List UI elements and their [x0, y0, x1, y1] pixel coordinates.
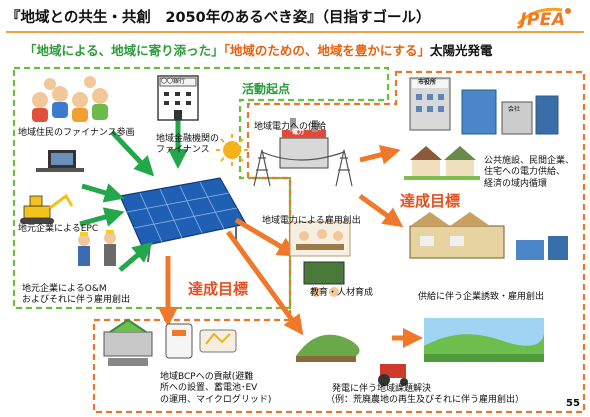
label-bcp: 地域BCPへの貢献(避難 所への設置、蓄電池･EV の運用、マイクログリッド) [160, 372, 271, 406]
label-local-om: 地元企業によるO&M およびそれに伴う雇用創出 [22, 284, 130, 307]
start-point-heading: 活動起点 [242, 82, 291, 96]
field-landscape-icon [424, 318, 544, 362]
jpea-logo-mark [516, 7, 571, 26]
excavator-icon [20, 193, 74, 224]
green-arrows [79, 120, 188, 272]
label-local-om-line2: およびそれに伴う雇用創出 [22, 295, 131, 306]
page-title-text: 『地域との共生・共創 2050年のあるべき姿』（目指すゴール） [6, 10, 431, 26]
orange-arrows [158, 144, 404, 336]
power-plant-sign: 電力 [292, 129, 305, 136]
substation-icon [103, 318, 153, 366]
city-hall-sign: 市役所 [418, 79, 437, 86]
label-power-jobs: 地域電力による雇用創出 [262, 216, 361, 226]
power-plant-icon [279, 118, 329, 169]
label-bcp-line1: 地域BCPへの貢献(避難 [160, 372, 254, 382]
battery-ev-icon [165, 323, 237, 359]
label-residents-finance: 地域住民のファイナンス参画 [18, 128, 135, 138]
label-regional-issue-line1: 発電に伴う地域課題解決 [332, 384, 432, 394]
education-icon [303, 261, 345, 297]
farmland-icon [296, 334, 360, 362]
company-sign: 会社 [508, 106, 521, 113]
label-bank-finance: 地域金融機関の ファイナンス [156, 134, 219, 157]
label-public-supply-line1: 公共施設、民間企業、 [484, 156, 575, 166]
label-business-invite: 供給に伴う企業誘致・雇用創出 [418, 292, 545, 302]
subtitle: 「地域による、地域に寄り添った」「地域のための、地域を豊かにする」太陽光発電 [24, 40, 493, 59]
label-regional-issue-line2: （例：荒廃農地の再生及びそれに伴う雇用創出） [326, 395, 525, 406]
jpea-logo-text: JPEA [520, 10, 566, 30]
transmission-tower-icon [253, 149, 353, 187]
page-title: 『地域との共生・共創 2050年のあるべき姿』（目指すゴール） [6, 6, 430, 27]
computer-icon [36, 150, 84, 172]
label-local-om-line1: 地元企業によるO&M [22, 284, 107, 294]
label-public-supply-line2: 住宅への電力供給、 [484, 167, 566, 178]
label-regional-issue: 発電に伴う地域課題解決 （例：荒廃農地の再生及びそれに伴う雇用創出） [326, 384, 524, 407]
label-public-supply-line3: 経済の域内循環 [484, 178, 548, 189]
city-hall-icon [409, 77, 451, 131]
goal-heading-right: 達成目標 [400, 192, 461, 210]
start-region-outline [12, 66, 390, 310]
meeting-icon [289, 221, 351, 257]
bank-building-icon [157, 75, 199, 121]
label-public-supply: 公共施設、民間企業、 住宅への電力供給、 経済の域内循環 [484, 156, 574, 190]
goal-heading-bottom: 達成目標 [188, 280, 249, 298]
label-bank-finance-line2: ファイナンス [156, 145, 210, 156]
bank-sign: 〇〇銀行 [161, 78, 186, 85]
page-number: 55 [566, 398, 580, 409]
houses-icon [404, 146, 480, 180]
jpea-logo: JPEA [516, 4, 582, 30]
solar-panel-array [119, 177, 247, 263]
subtitle-part1: 「地域による、地域に寄り添った」 [24, 43, 224, 58]
label-bank-finance-line1: 地域金融機関の [156, 134, 220, 144]
label-local-epc: 地元企業によるEPC [18, 224, 99, 234]
label-education: 教育・人材育成 [310, 288, 374, 298]
label-bcp-line2: 所への設置、蓄電池･EV [160, 383, 258, 394]
subtitle-part3: 太陽光発電 [430, 43, 493, 58]
factory-icon [409, 212, 568, 260]
residents-group-icon [32, 76, 108, 122]
header-rule [6, 31, 584, 33]
office-buildings-icon [461, 89, 559, 135]
label-bcp-line3: の運用、マイクログリッド) [160, 394, 272, 405]
tractor-icon [378, 364, 408, 386]
sun-icon [216, 134, 248, 166]
subtitle-part2: 「地域のための、地域を豊かにする」 [223, 43, 431, 58]
workers-icon [78, 230, 116, 266]
label-power-supply: 地域電力への供給 [254, 122, 327, 132]
